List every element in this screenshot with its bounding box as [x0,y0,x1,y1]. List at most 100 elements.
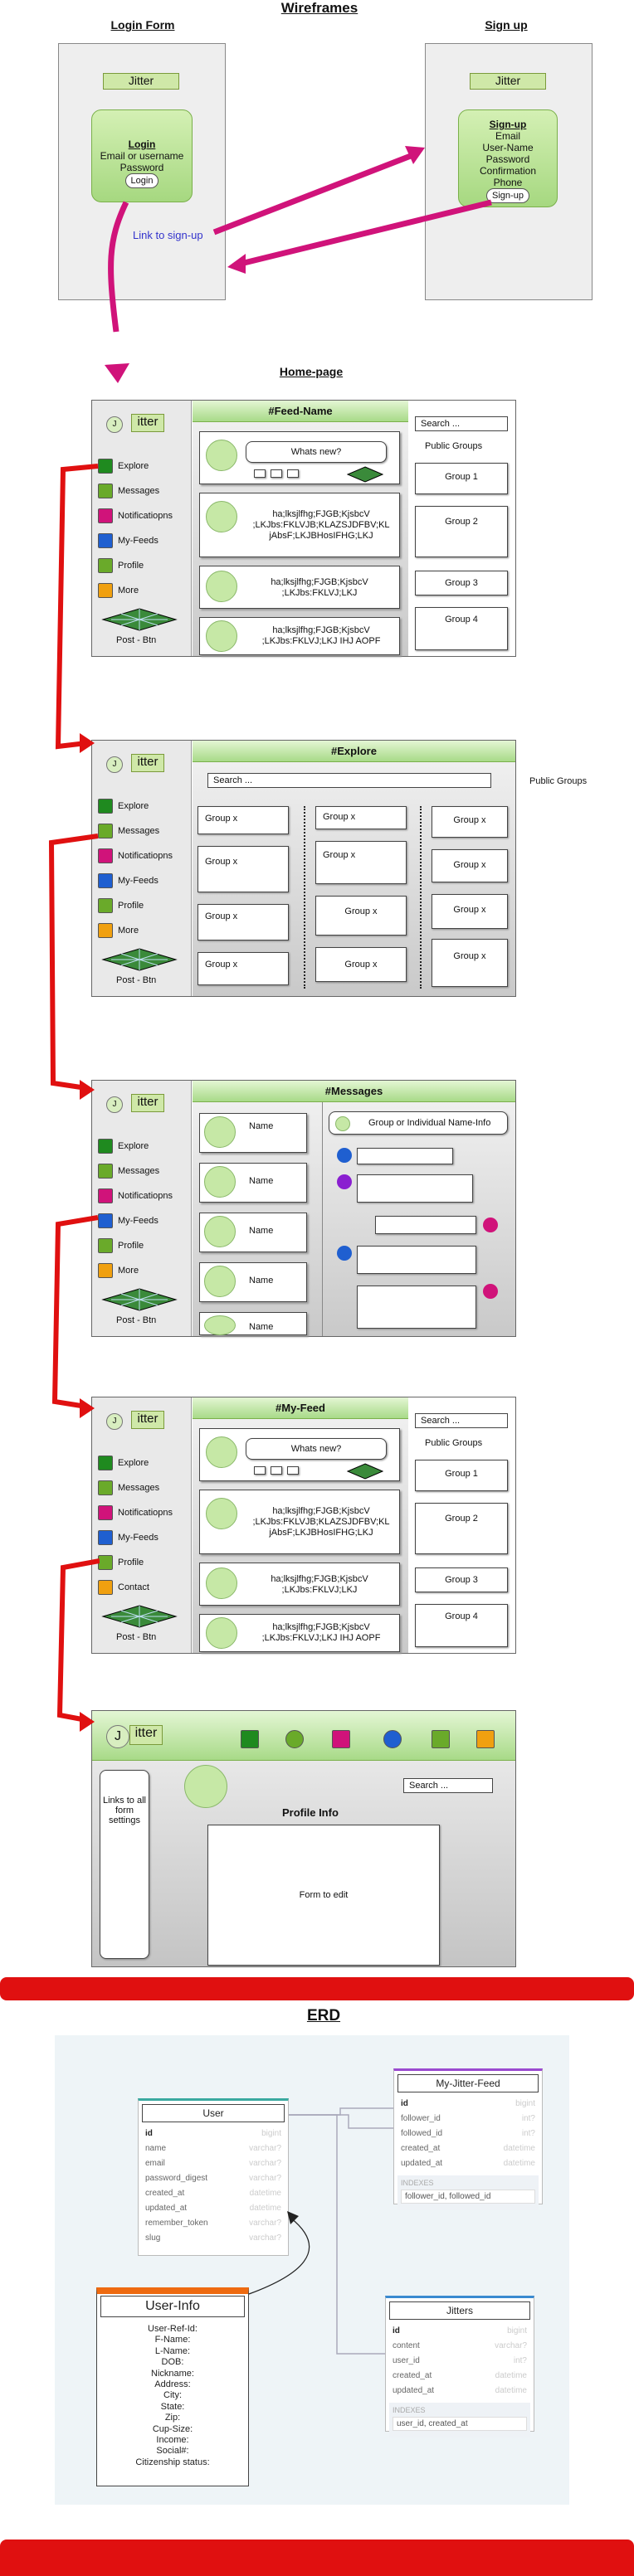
explore-nav-notifications[interactable]: Notificatiopns [98,848,173,863]
explore-search-input[interactable]: Search ... [207,773,491,788]
myfeed-nav-messages[interactable]: Messages [98,1480,159,1495]
myfeed-nav-contact-label: Contact [118,1582,149,1592]
topnav-myfeeds-icon[interactable] [383,1730,402,1748]
signup-button[interactable]: Sign-up [486,188,529,203]
messages-nav-messages[interactable]: Messages [98,1164,159,1179]
erd-title: ERD [306,2007,341,2024]
explore-nav-explore[interactable]: Explore [98,799,149,814]
myfeed-compose-avatar [206,1436,237,1468]
explore-group-x[interactable]: Group x [432,894,508,929]
red-arrowhead [80,1712,95,1732]
chat-receiver-dot [483,1284,498,1299]
topnav-more-icon[interactable] [476,1730,495,1748]
myfeed-nav-contact[interactable]: Contact [98,1580,149,1595]
messages-nav-more[interactable]: More [98,1263,139,1278]
feed-nav-profile[interactable]: Profile [98,558,144,573]
myfeed-nav-myfeeds[interactable]: My-Feeds [98,1530,158,1545]
myfeed-search-input[interactable]: Search ... [415,1413,508,1428]
messages-nav-profile[interactable]: Profile [98,1238,144,1253]
feed-group-2[interactable]: Group 2 [415,506,508,557]
explore-nav-more[interactable]: More [98,923,139,938]
feed-group-3[interactable]: Group 3 [415,571,508,595]
topnav-notifications-icon[interactable] [332,1730,350,1748]
feed-group-4[interactable]: Group 4 [415,607,508,650]
feed-search-input[interactable]: Search ... [415,416,508,431]
login-email-label: Email or username [100,150,184,162]
arrow-login-to-home [108,201,129,333]
explore-group-x[interactable]: Group x [315,806,407,829]
feed-nav-messages[interactable]: Messages [98,484,159,498]
explore-group-x[interactable]: Group x [198,904,289,940]
messages-nav-notifications[interactable]: Notificatiopns [98,1188,173,1203]
compose-option-2[interactable] [271,469,282,478]
myfeeds-icon [98,533,113,548]
signup-link[interactable]: Link to sign-up [133,229,203,241]
topnav-explore-icon[interactable] [241,1730,259,1748]
messages-post-label: Post - Btn [116,1315,157,1325]
explore-group-x[interactable]: Group x [198,806,289,834]
whats-new-input[interactable]: Whats new? [246,441,387,463]
explore-column-divider [304,806,305,989]
explore-nav-profile[interactable]: Profile [98,898,144,913]
feed-nav-explore-label: Explore [118,461,149,471]
feed-nav-myfeeds[interactable]: My-Feeds [98,533,158,548]
myfeed-nav-notifications[interactable]: Notificatiopns [98,1505,173,1520]
messages-nav-myfeeds[interactable]: My-Feeds [98,1213,158,1228]
red-arrowhead [80,1080,95,1100]
erd-userinfo-field: City: [163,2390,182,2401]
erd-userinfo-field: F-Name: [154,2335,191,2345]
myfeed-group-4[interactable]: Group 4 [415,1604,508,1647]
explore-post-button[interactable] [101,947,178,972]
feed-nav-more[interactable]: More [98,583,139,598]
myfeed-group-1[interactable]: Group 1 [415,1460,508,1491]
login-button[interactable]: Login [124,173,159,188]
profile-settings-links[interactable]: Links to all form settings [100,1770,149,1959]
explore-nav-messages[interactable]: Messages [98,824,159,838]
profile-search-input[interactable]: Search ... [403,1778,493,1793]
chat-bubble-incoming [357,1148,453,1164]
compose-option-2[interactable] [271,1466,282,1475]
erd-userinfo-field: User-Ref-Id: [148,2324,198,2334]
compose-option-3[interactable] [287,1466,299,1475]
myfeed-group-3[interactable]: Group 3 [415,1567,508,1592]
feed-nav-explore[interactable]: Explore [98,459,149,474]
erd-feed-col: followed_id [401,2128,443,2138]
explore-group-x[interactable]: Group x [315,947,407,982]
messages-post-button[interactable] [101,1287,178,1312]
explore-nav-myfeeds[interactable]: My-Feeds [98,873,158,888]
explore-group-x[interactable]: Group x [198,846,289,892]
whats-new-input[interactable]: Whats new? [246,1438,387,1460]
explore-group-x[interactable]: Group x [315,896,407,936]
notifications-icon [98,1505,113,1520]
myfeed-nav-profile[interactable]: Profile [98,1555,144,1570]
profile-edit-form[interactable]: Form to edit [207,1825,440,1966]
feed-post-button[interactable] [101,607,178,632]
messages-icon [98,1164,113,1179]
explore-group-x[interactable]: Group x [198,952,289,985]
messages-nav-explore[interactable]: Explore [98,1139,149,1154]
explore-group-x[interactable]: Group x [432,806,508,838]
explore-group-x[interactable]: Group x [315,841,407,884]
topnav-profile-icon[interactable] [432,1730,450,1748]
arrowhead-login [227,254,246,274]
signup-field-username: User-Name [482,142,534,153]
myfeed-group-2[interactable]: Group 2 [415,1503,508,1554]
compose-send-icon[interactable] [347,466,383,483]
compose-send-icon[interactable] [347,1463,383,1480]
myfeed-post-button[interactable] [101,1604,178,1629]
myfeed-post-avatar [206,1498,237,1529]
topnav-messages-icon[interactable] [285,1730,304,1748]
explore-group-x[interactable]: Group x [432,939,508,987]
feed-nav-notifications[interactable]: Notificatiopns [98,508,173,523]
compose-option-3[interactable] [287,469,299,478]
compose-option-1[interactable] [254,1466,266,1475]
profile-icon [98,1555,113,1570]
explore-group-x[interactable]: Group x [432,849,508,882]
feed-group-1[interactable]: Group 1 [415,463,508,494]
erd-feed-col: updated_at [401,2158,443,2168]
compose-option-1[interactable] [254,469,266,478]
chat-sender-dot [337,1246,352,1261]
conversation-name: Name [249,1322,274,1332]
myfeed-nav-explore[interactable]: Explore [98,1456,149,1470]
